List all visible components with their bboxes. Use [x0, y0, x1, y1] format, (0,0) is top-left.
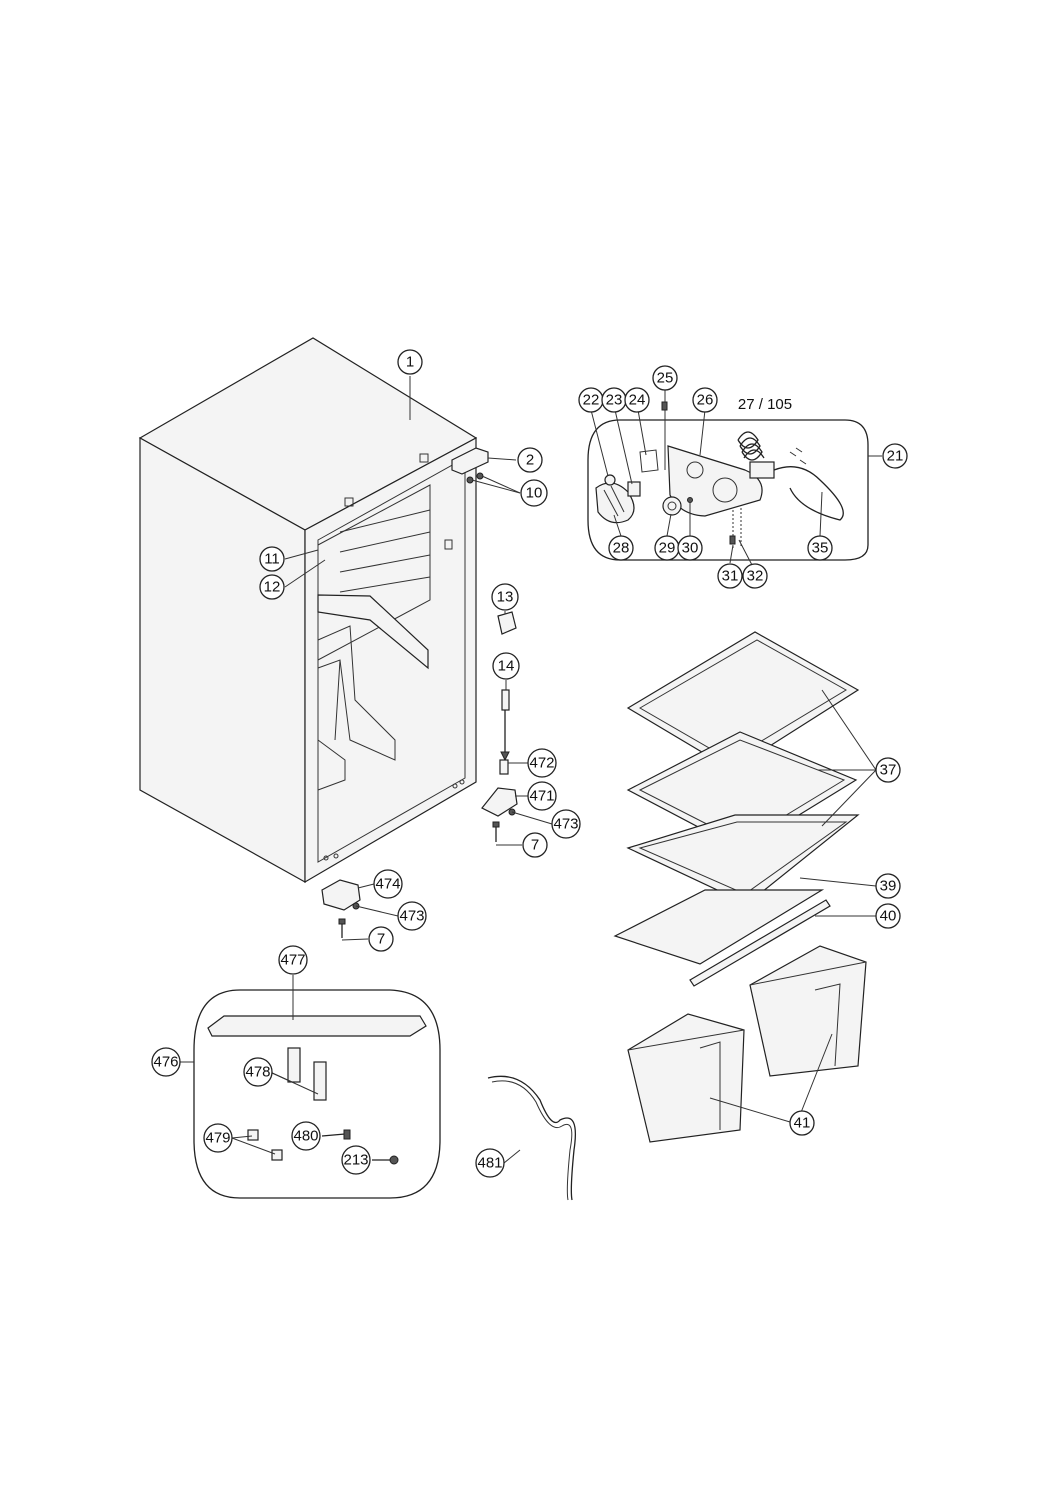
svg-text:28: 28 [613, 540, 630, 557]
callout-23: 23 [601, 387, 627, 413]
callout-25: 25 [652, 365, 678, 391]
svg-text:2: 2 [526, 452, 534, 469]
callout-478: 478 [243, 1057, 273, 1087]
svg-text:31: 31 [722, 568, 739, 585]
svg-text:22: 22 [583, 392, 600, 409]
svg-text:32: 32 [747, 568, 764, 585]
svg-text:40: 40 [880, 908, 897, 925]
callout-35: 35 [807, 535, 833, 561]
callout-28: 28 [608, 535, 634, 561]
callout-11: 11 [259, 546, 285, 572]
svg-text:12: 12 [264, 579, 281, 596]
svg-text:39: 39 [880, 878, 897, 895]
callout-37: 37 [875, 757, 901, 783]
svg-text:471: 471 [529, 788, 554, 805]
svg-text:24: 24 [629, 392, 646, 409]
svg-text:474: 474 [375, 876, 400, 893]
thermostat-assembly [587, 390, 882, 566]
callout-41: 41 [789, 1110, 815, 1136]
svg-text:473: 473 [553, 816, 578, 833]
callout-22: 22 [578, 387, 604, 413]
svg-text:7: 7 [531, 837, 539, 854]
svg-text:26: 26 [697, 392, 714, 409]
door-hardware-kit [180, 975, 441, 1199]
callout-40: 40 [875, 903, 901, 929]
svg-text:23: 23 [606, 392, 623, 409]
callout-480: 480 [291, 1121, 321, 1151]
callout-32: 32 [742, 563, 768, 589]
gasket [487, 1075, 577, 1201]
svg-text:35: 35 [812, 540, 829, 557]
callout-471: 471 [527, 781, 557, 811]
svg-text:473: 473 [399, 908, 424, 925]
callout-473b: 473 [397, 901, 427, 931]
callout-7b: 7 [368, 926, 394, 952]
callout-473a: 473 [551, 809, 581, 839]
svg-text:481: 481 [477, 1155, 502, 1172]
top-hinge [451, 447, 489, 484]
svg-text:14: 14 [498, 658, 515, 675]
front-foot [321, 879, 361, 938]
callout-476: 476 [151, 1047, 181, 1077]
callout-31: 31 [717, 563, 743, 589]
crisper-drawers [627, 945, 867, 1143]
svg-text:477: 477 [280, 952, 305, 969]
callout-39: 39 [875, 873, 901, 899]
cabinet-leader-lines [284, 376, 553, 941]
callout-14: 14 [492, 652, 520, 680]
callout-29: 29 [654, 535, 680, 561]
svg-text:11: 11 [264, 551, 280, 568]
svg-text:37: 37 [880, 762, 897, 779]
cabinet [138, 337, 478, 884]
svg-text:7: 7 [377, 931, 385, 948]
svg-text:13: 13 [497, 589, 514, 606]
callout-30: 30 [677, 535, 703, 561]
callout-477: 477 [278, 945, 308, 975]
svg-text:29: 29 [659, 540, 676, 557]
svg-text:478: 478 [245, 1064, 270, 1081]
callout-12: 12 [259, 574, 285, 600]
svg-text:480: 480 [293, 1128, 318, 1145]
svg-text:213: 213 [343, 1152, 368, 1169]
svg-text:1: 1 [406, 354, 414, 371]
svg-text:10: 10 [526, 485, 543, 502]
svg-text:476: 476 [153, 1054, 178, 1071]
svg-text:472: 472 [529, 755, 554, 772]
callout-479: 479 [203, 1123, 233, 1153]
callout-bubbles: 1 2 10 11 12 13 14 472 471 473 7 474 473… [151, 349, 908, 1178]
callout-481: 481 [475, 1148, 505, 1178]
label-27-105: 27 / 105 [738, 396, 792, 413]
callout-2: 2 [517, 447, 543, 473]
callout-24: 24 [624, 387, 650, 413]
svg-text:41: 41 [794, 1115, 811, 1132]
svg-text:25: 25 [657, 370, 674, 387]
callout-1: 1 [397, 349, 423, 375]
callout-21: 21 [882, 443, 908, 469]
callout-472: 472 [527, 748, 557, 778]
svg-text:479: 479 [205, 1130, 230, 1147]
callout-13: 13 [491, 583, 519, 611]
bottom-hinge-parts [481, 611, 518, 842]
glass-shelves [613, 631, 877, 987]
callout-10: 10 [520, 479, 548, 507]
callout-26: 26 [692, 387, 718, 413]
callout-7a: 7 [522, 832, 548, 858]
svg-text:21: 21 [887, 448, 904, 465]
callout-474: 474 [373, 869, 403, 899]
callout-213: 213 [341, 1145, 371, 1175]
svg-text:30: 30 [682, 540, 699, 557]
